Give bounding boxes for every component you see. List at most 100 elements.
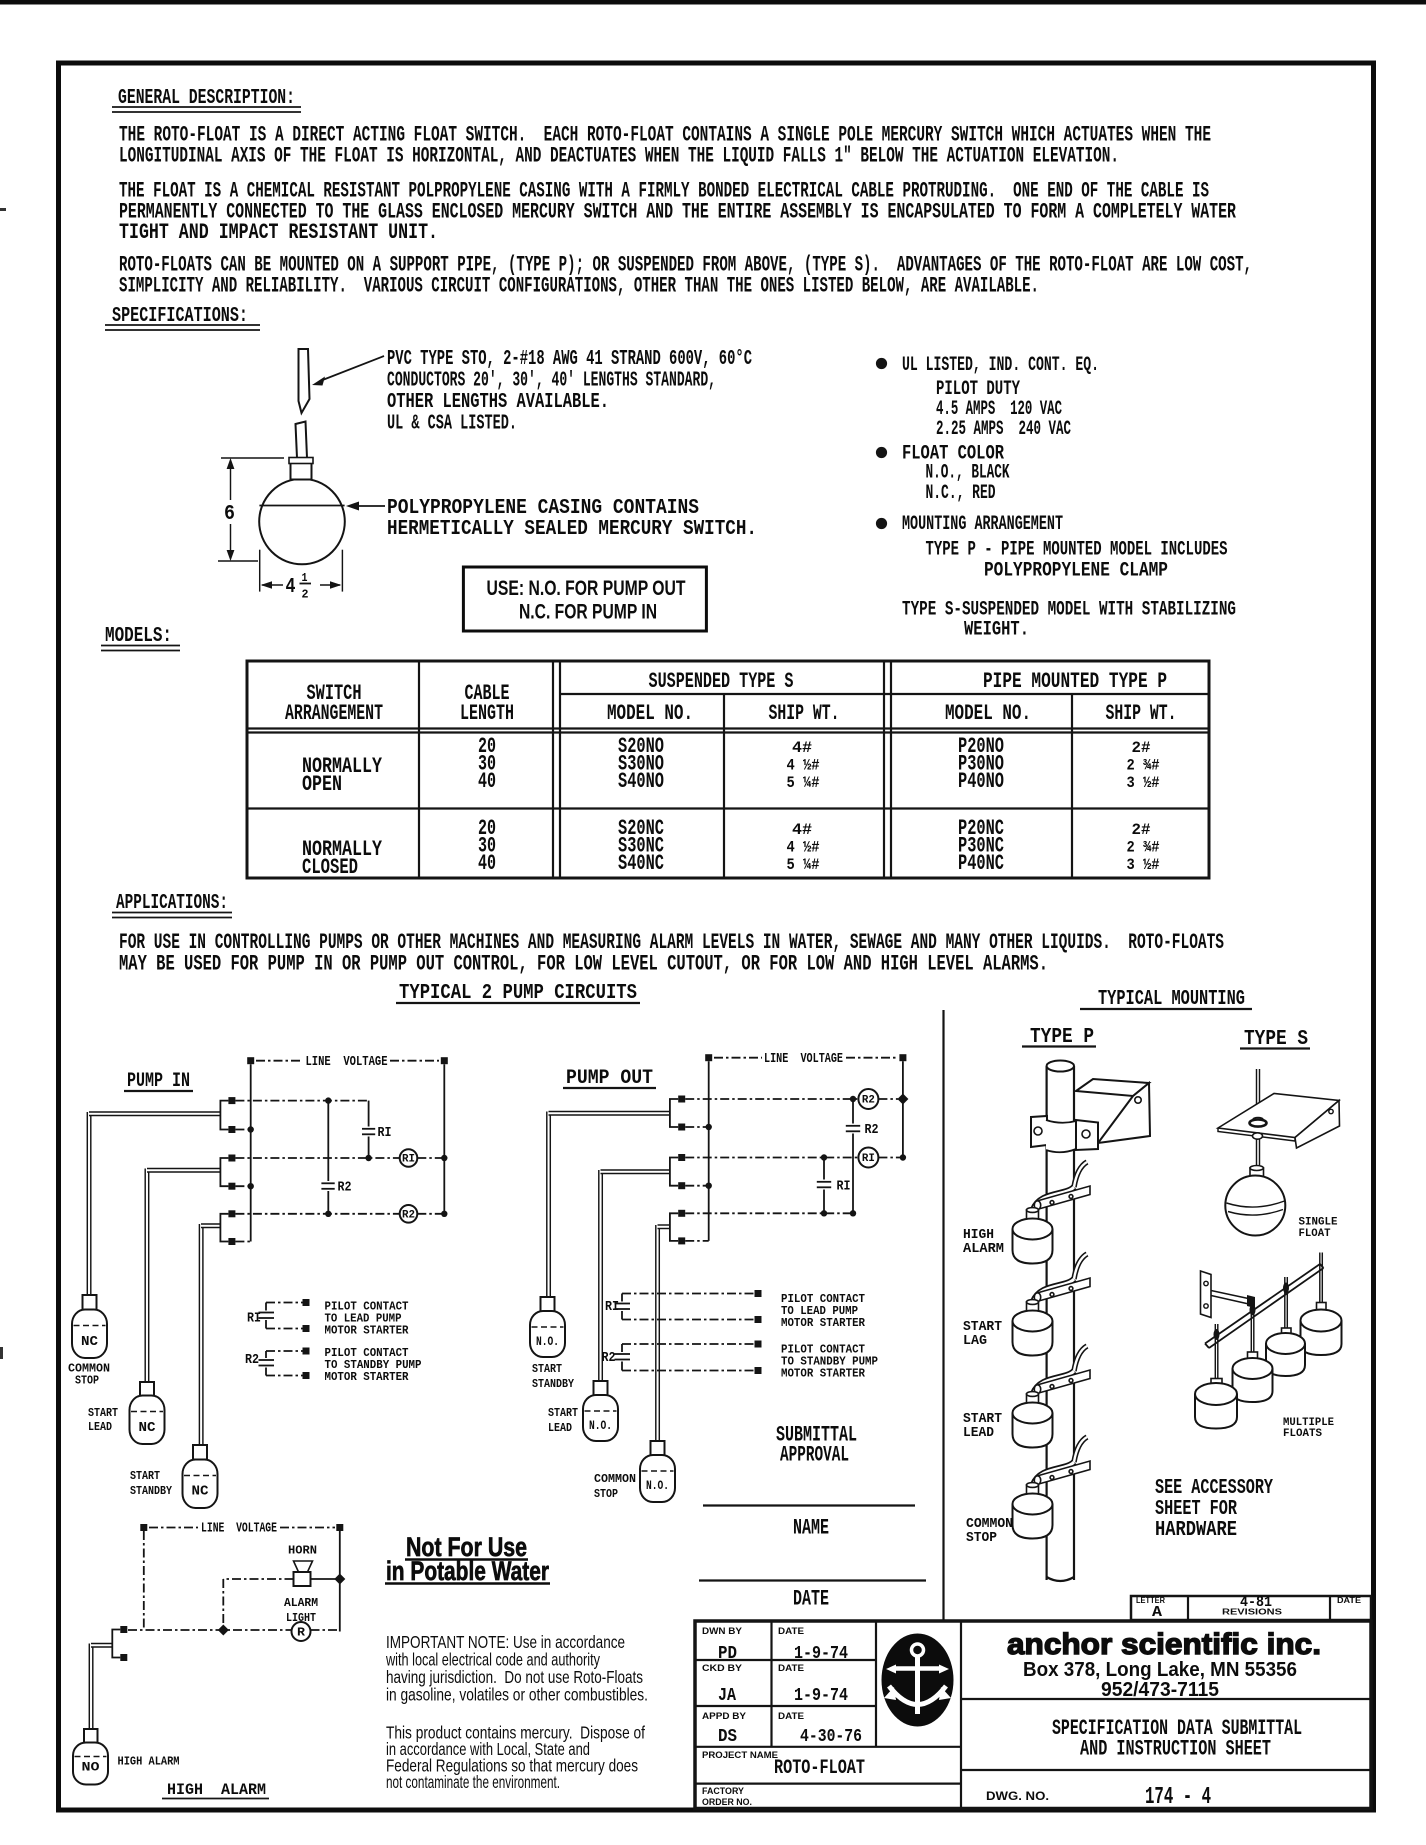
svg-text:R: R bbox=[297, 1626, 306, 1640]
svg-text:TYPE S-SUSPENDED MODEL WITH ST: TYPE S-SUSPENDED MODEL WITH STABILIZING bbox=[902, 599, 1236, 622]
svg-text:HIGH: HIGH bbox=[963, 1228, 994, 1243]
svg-text:STOP: STOP bbox=[75, 1374, 99, 1388]
svg-text:MULTIPLE: MULTIPLE bbox=[1283, 1417, 1334, 1429]
svg-text:in Potable Water: in Potable Water bbox=[386, 1556, 549, 1586]
svg-text:This product contains mercury.: This product contains mercury. Dispose o… bbox=[386, 1723, 645, 1743]
svg-text:S40NC: S40NC bbox=[618, 851, 664, 876]
svg-text:MODEL NO.: MODEL NO. bbox=[945, 701, 1031, 726]
svg-text:DATE: DATE bbox=[778, 1626, 804, 1636]
svg-text:DATE: DATE bbox=[778, 1663, 804, 1673]
svg-text:FLOATS: FLOATS bbox=[1283, 1428, 1322, 1440]
svg-text:R2: R2 bbox=[338, 1180, 352, 1196]
svg-text:LIGHT: LIGHT bbox=[286, 1611, 316, 1625]
svg-text:3 ½#: 3 ½# bbox=[1127, 774, 1160, 792]
svg-text:DATE: DATE bbox=[1337, 1596, 1362, 1605]
svg-text:5 ¼#: 5 ¼# bbox=[787, 856, 820, 874]
svg-text:STANDBY: STANDBY bbox=[532, 1377, 575, 1391]
svg-text:4#: 4# bbox=[792, 739, 812, 757]
svg-text:RI: RI bbox=[402, 1154, 415, 1166]
svg-text:TYPE P - PIPE MOUNTED MODEL IN: TYPE P - PIPE MOUNTED MODEL INCLUDES bbox=[926, 539, 1228, 562]
svg-text:N.O.: N.O. bbox=[589, 1418, 612, 1433]
svg-text:START: START bbox=[532, 1362, 562, 1376]
svg-text:SHEET FOR: SHEET FOR bbox=[1155, 1498, 1237, 1521]
svg-text:COMMON: COMMON bbox=[594, 1472, 636, 1486]
svg-text:6: 6 bbox=[224, 503, 235, 526]
svg-text:MOTOR STARTER: MOTOR STARTER bbox=[781, 1367, 866, 1381]
svg-text:PILOT CONTACT: PILOT CONTACT bbox=[325, 1346, 409, 1360]
svg-text:COMMON: COMMON bbox=[68, 1362, 110, 1376]
svg-text:S40NO: S40NO bbox=[618, 769, 664, 794]
svg-text:4 ½#: 4 ½# bbox=[787, 757, 820, 775]
svg-text:Not For Use: Not For Use bbox=[406, 1532, 527, 1562]
svg-text:R2: R2 bbox=[245, 1352, 259, 1368]
svg-text:P30NC: P30NC bbox=[958, 834, 1004, 859]
svg-text:Federal Regulations so that me: Federal Regulations so that mercury does bbox=[386, 1756, 638, 1776]
svg-text:OTHER LENGTHS AVAILABLE.: OTHER LENGTHS AVAILABLE. bbox=[387, 391, 609, 414]
svg-text:SPECIFICATION DATA SUBMITTAL: SPECIFICATION DATA SUBMITTAL bbox=[1052, 1716, 1302, 1741]
svg-text:TYPE S: TYPE S bbox=[1244, 1028, 1308, 1051]
svg-text:CABLE: CABLE bbox=[465, 681, 510, 706]
svg-text:COMMON: COMMON bbox=[966, 1517, 1013, 1532]
svg-text:NC: NC bbox=[81, 1334, 99, 1350]
svg-text:4.5 AMPS 120 VAC: 4.5 AMPS 120 VAC bbox=[936, 398, 1062, 421]
svg-text:PD: PD bbox=[718, 1644, 737, 1664]
svg-text:SHIP WT.: SHIP WT. bbox=[769, 701, 840, 726]
svg-text:SPECIFICATIONS:: SPECIFICATIONS: bbox=[112, 305, 248, 328]
svg-text:30: 30 bbox=[478, 752, 496, 777]
svg-text:R2: R2 bbox=[865, 1122, 879, 1138]
svg-text:AND INSTRUCTION SHEET: AND INSTRUCTION SHEET bbox=[1080, 1737, 1271, 1762]
svg-text:R2: R2 bbox=[862, 1095, 875, 1107]
svg-text:UL & CSA LISTED.: UL & CSA LISTED. bbox=[387, 413, 517, 436]
svg-text:CONDUCTORS 20', 30', 40' LENGT: CONDUCTORS 20', 30', 40' LENGTHS STANDAR… bbox=[387, 370, 716, 393]
svg-text:PERMANENTLY CONNECTED TO THE G: PERMANENTLY CONNECTED TO THE GLASS ENCLO… bbox=[119, 200, 1237, 225]
svg-text:STOP: STOP bbox=[966, 1531, 997, 1546]
svg-text:PVC TYPE STO, 2-#18 AWG 41 STR: PVC TYPE STO, 2-#18 AWG 41 STRAND 600V, … bbox=[387, 348, 752, 371]
svg-text:LAG: LAG bbox=[963, 1334, 987, 1349]
svg-text:GENERAL DESCRIPTION:: GENERAL DESCRIPTION: bbox=[118, 87, 295, 110]
svg-text:TYPICAL 2 PUMP CIRCUITS: TYPICAL 2 PUMP CIRCUITS bbox=[399, 982, 637, 1005]
svg-text:LONGITUDINAL AXIS OF THE FLOAT: LONGITUDINAL AXIS OF THE FLOAT IS HORIZO… bbox=[119, 144, 1119, 169]
svg-text:TYPICAL MOUNTING: TYPICAL MOUNTING bbox=[1098, 988, 1245, 1011]
svg-text:1-9-74: 1-9-74 bbox=[794, 1644, 848, 1664]
svg-text:PROJECT NAME: PROJECT NAME bbox=[702, 1750, 778, 1760]
svg-text:HIGH ALARM: HIGH ALARM bbox=[118, 1755, 180, 1769]
svg-text:SUBMITTAL: SUBMITTAL bbox=[776, 1423, 857, 1448]
svg-text:N.C., RED: N.C., RED bbox=[926, 482, 996, 505]
svg-text:UL LISTED, IND. CONT. EQ.: UL LISTED, IND. CONT. EQ. bbox=[902, 354, 1099, 377]
svg-text:THE ROTO-FLOAT IS A DIRECT ACT: THE ROTO-FLOAT IS A DIRECT ACTING FLOAT … bbox=[119, 123, 1211, 148]
svg-text:START: START bbox=[963, 1320, 1002, 1335]
svg-text:having jurisdiction. Do not u: having jurisdiction. Do not use Roto-Flo… bbox=[386, 1667, 643, 1687]
svg-text:in gasoline, volatiles or othe: in gasoline, volatiles or other combusti… bbox=[386, 1685, 648, 1705]
svg-text:R2: R2 bbox=[602, 1350, 616, 1366]
svg-text:LEAD: LEAD bbox=[548, 1421, 572, 1435]
svg-text:THE FLOAT IS A CHEMICAL RESIST: THE FLOAT IS A CHEMICAL RESISTANT POLPRO… bbox=[119, 179, 1209, 204]
svg-text:FLOAT COLOR: FLOAT COLOR bbox=[902, 443, 1004, 466]
svg-text:CKD BY: CKD BY bbox=[702, 1663, 742, 1673]
svg-text:POLYPROPYLENE CASING CONTAINS: POLYPROPYLENE CASING CONTAINS bbox=[387, 497, 699, 520]
svg-text:MOTOR STARTER: MOTOR STARTER bbox=[325, 1370, 410, 1384]
svg-text:S30NC: S30NC bbox=[618, 834, 664, 859]
svg-text:NAME: NAME bbox=[793, 1516, 829, 1541]
svg-text:not contaminate the environmen: not contaminate the environment. bbox=[386, 1772, 560, 1792]
svg-text:USE: N.O. FOR PUMP OUT: USE: N.O. FOR PUMP OUT bbox=[487, 577, 686, 600]
svg-text:N.O.: N.O. bbox=[536, 1334, 559, 1349]
svg-text:4-81: 4-81 bbox=[1240, 1594, 1272, 1611]
svg-text:MOTOR STARTER: MOTOR STARTER bbox=[781, 1316, 866, 1330]
svg-text:NO: NO bbox=[82, 1760, 100, 1775]
svg-text:WEIGHT.: WEIGHT. bbox=[964, 619, 1029, 642]
svg-text:DWG. NO.: DWG. NO. bbox=[986, 1789, 1049, 1803]
svg-text:1: 1 bbox=[302, 571, 308, 585]
svg-text:TO LEAD PUMP: TO LEAD PUMP bbox=[781, 1304, 858, 1318]
svg-text:4: 4 bbox=[286, 576, 296, 599]
svg-text:SHIP WT.: SHIP WT. bbox=[1106, 701, 1177, 726]
svg-text:PILOT DUTY: PILOT DUTY bbox=[936, 378, 1020, 401]
svg-text:DWN BY: DWN BY bbox=[702, 1626, 742, 1636]
svg-text:SUSPENDED TYPE S: SUSPENDED TYPE S bbox=[649, 669, 794, 694]
svg-text:PUMP IN: PUMP IN bbox=[127, 1070, 190, 1093]
svg-text:NC: NC bbox=[139, 1420, 157, 1436]
svg-text:APPLICATIONS:: APPLICATIONS: bbox=[116, 892, 228, 915]
svg-text:NORMALLY: NORMALLY bbox=[302, 754, 383, 779]
svg-text:SINGLE: SINGLE bbox=[1299, 1217, 1338, 1229]
svg-text:MAY BE USED FOR PUMP IN OR PUM: MAY BE USED FOR PUMP IN OR PUMP OUT CONT… bbox=[119, 952, 1048, 977]
svg-text:952/473-7115: 952/473-7115 bbox=[1101, 1679, 1219, 1701]
